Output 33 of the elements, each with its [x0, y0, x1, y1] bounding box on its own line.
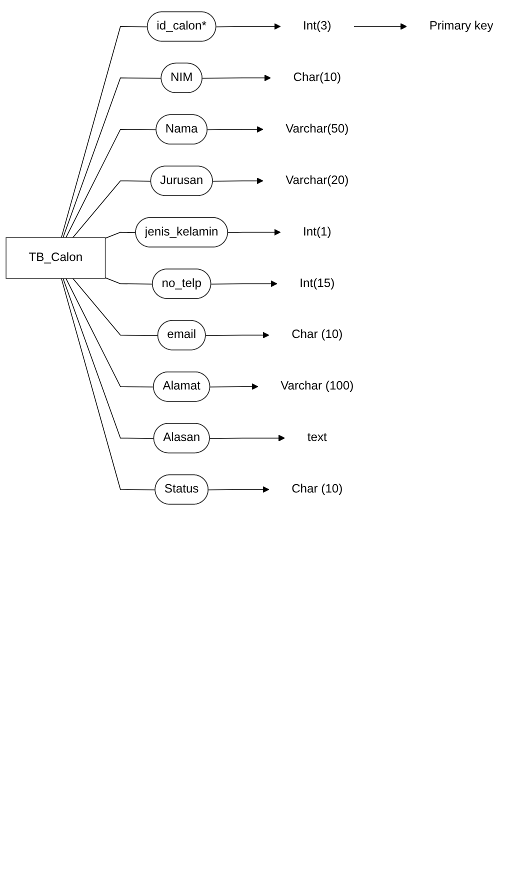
connector: [62, 278, 154, 439]
arrow: [210, 280, 278, 288]
arrow: [209, 434, 285, 442]
connector: [72, 180, 152, 238]
arrow: [216, 23, 281, 30]
connector: [66, 129, 157, 238]
arrow: [228, 228, 281, 236]
connector: [104, 277, 154, 284]
node-text: Varchar(50): [286, 122, 349, 136]
connector: [72, 278, 159, 336]
arrow: [212, 178, 264, 184]
node-text: Int(1): [303, 225, 332, 238]
node-text: text: [307, 431, 327, 444]
node-text: Char(10): [293, 71, 342, 84]
node-text: Varchar (100): [280, 380, 354, 393]
arrow: [202, 74, 271, 82]
arrow: [208, 486, 270, 493]
node-text: Char (10): [292, 328, 343, 342]
connector: [104, 232, 136, 239]
connector: [62, 78, 162, 238]
node-text: Varchar(20): [286, 174, 349, 187]
arrow: [210, 383, 258, 390]
node-text: Int(15): [300, 276, 335, 290]
arrow: [207, 126, 264, 133]
node-text: Primary key: [429, 20, 494, 33]
connector: [61, 278, 156, 490]
arrow: [205, 332, 270, 338]
connector: [66, 278, 154, 388]
node-box: TB_Calon: [6, 237, 106, 279]
node-text: Char (10): [292, 482, 343, 496]
arrow: [354, 23, 407, 30]
node-text: Int(3): [303, 20, 332, 33]
connector: [61, 26, 148, 238]
